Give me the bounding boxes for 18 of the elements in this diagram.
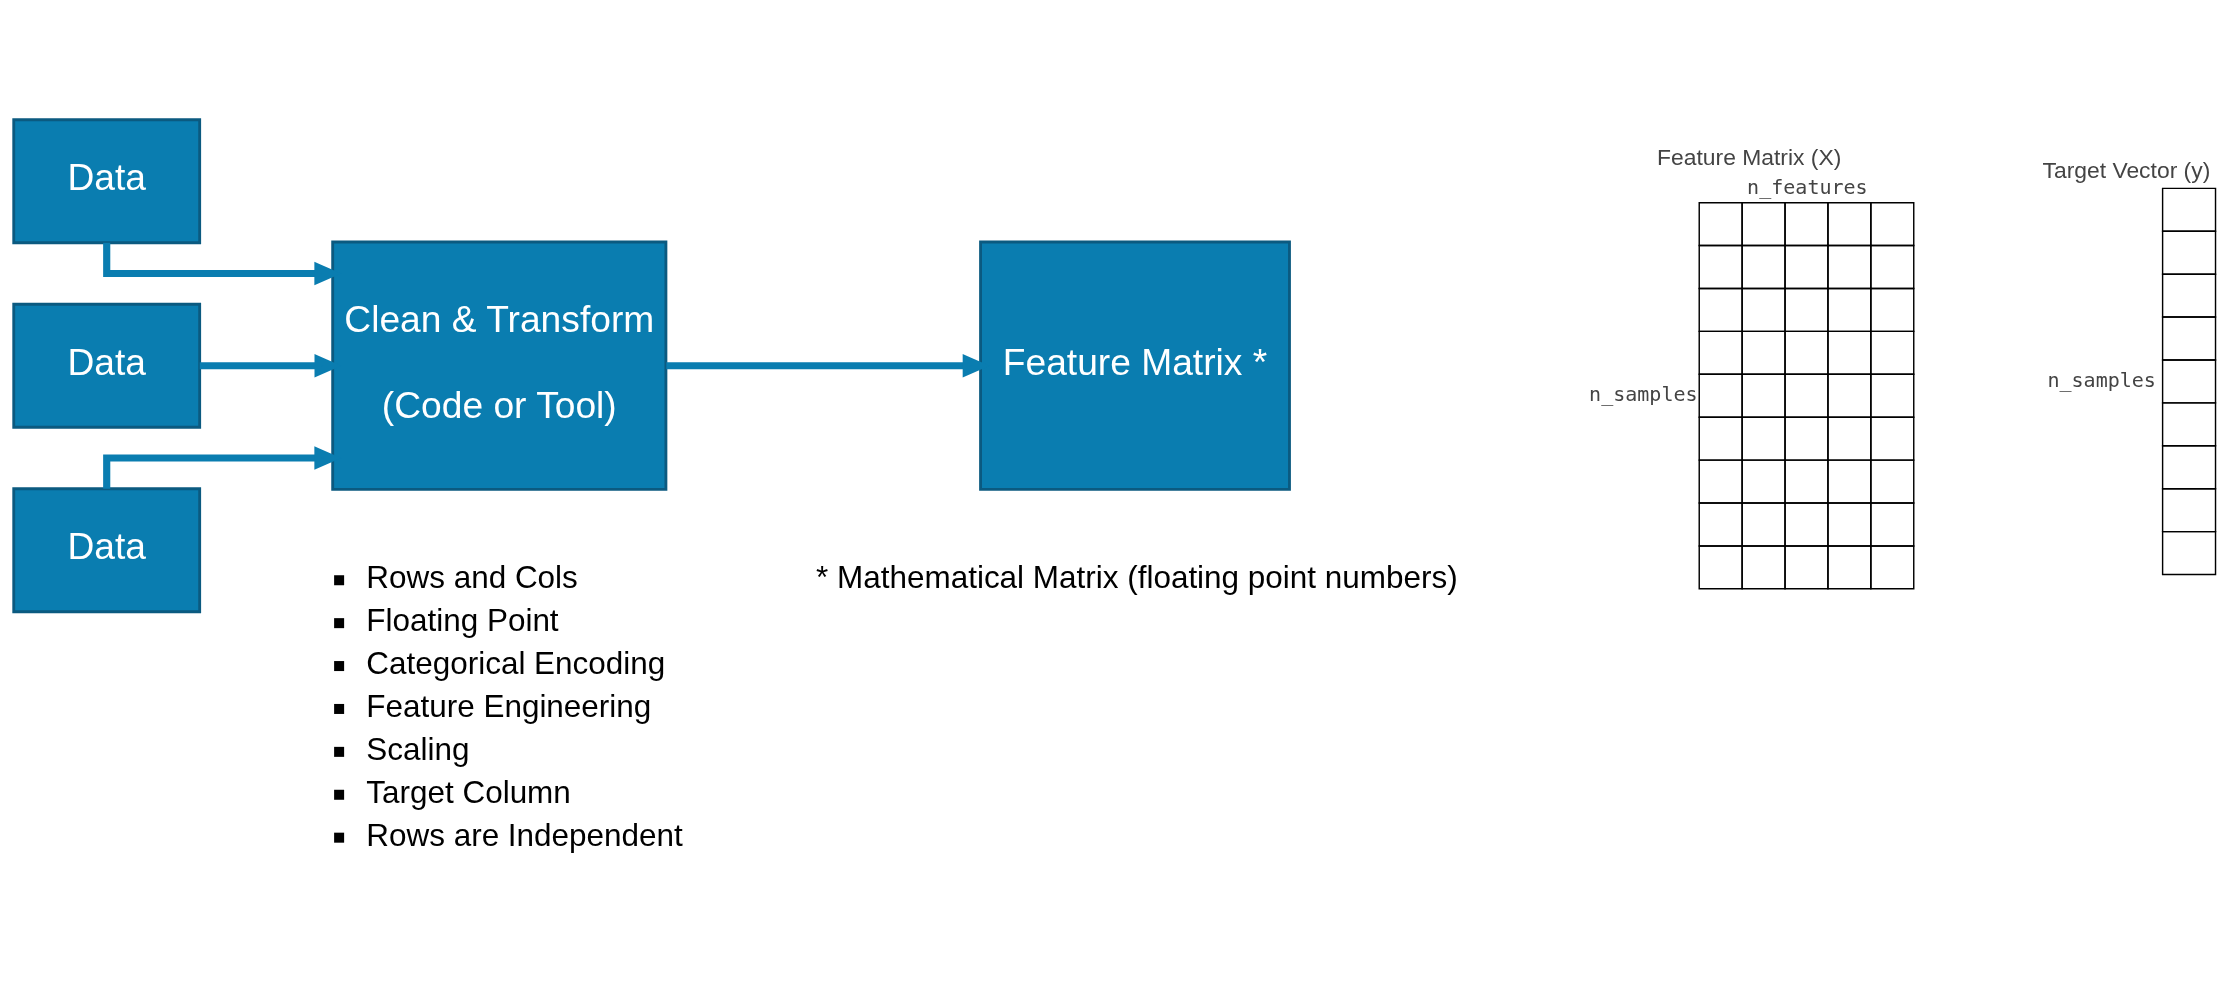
node-label: Feature Engineering [366,688,652,724]
node-label: Scaling [366,731,470,767]
node-box: Data [12,487,202,614]
node-label: Floating Point [366,603,559,639]
node-label: Feature Matrix (X) [1657,144,1842,171]
node-box: Data [12,302,202,429]
node-label: Rows and Cols [366,560,578,596]
node-box: Data [12,118,202,245]
node-label: Rows are Independent [366,817,683,853]
node-box: Clean & Transform (Code or Tool) [331,240,668,491]
node-label: Target Column [366,774,571,810]
node-label: * Mathematical Matrix (floating point numbers) [816,560,1458,596]
node-label: n_samples [2047,367,2156,392]
node-label: Categorical Encoding [366,646,666,682]
node-box: Feature Matrix * [979,240,1291,491]
node-label: n_features [1747,175,1868,200]
node-label: n_samples [1589,382,1698,407]
node-label: Target Vector (y) [2042,157,2211,184]
